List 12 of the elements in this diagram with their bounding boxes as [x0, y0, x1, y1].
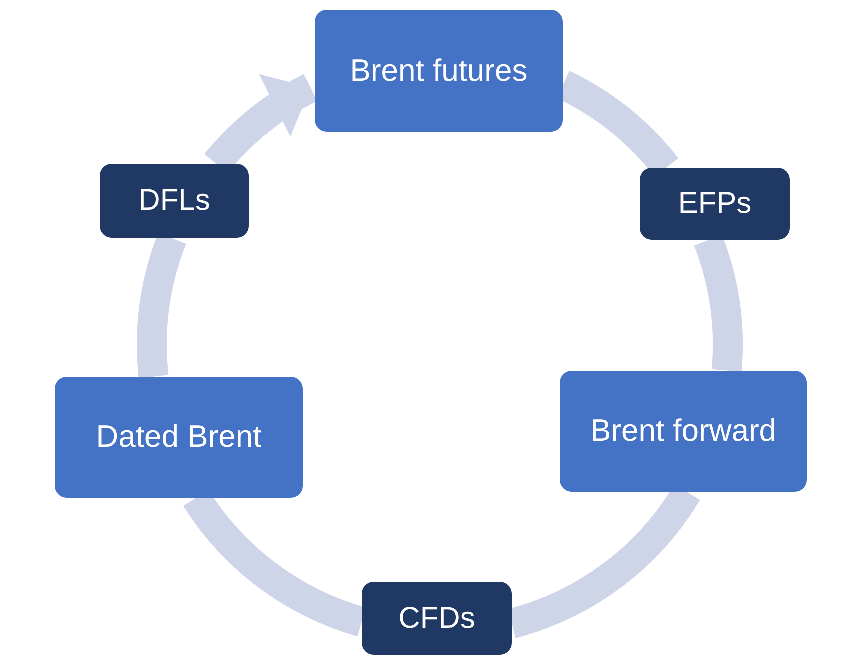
box-label: Brent futures: [350, 52, 528, 90]
process-box: [315, 10, 563, 132]
box-label: CFDs: [398, 600, 476, 637]
box-label: DFLs: [138, 183, 210, 220]
process-box: [560, 371, 807, 492]
process-box: [100, 164, 249, 238]
process-box: [640, 168, 790, 240]
box-label: EFPs: [678, 186, 752, 222]
box-label: Brent forward: [590, 412, 777, 450]
process-box: [55, 377, 303, 498]
process-box: [362, 582, 512, 655]
box-label: Dated Brent: [96, 418, 262, 456]
